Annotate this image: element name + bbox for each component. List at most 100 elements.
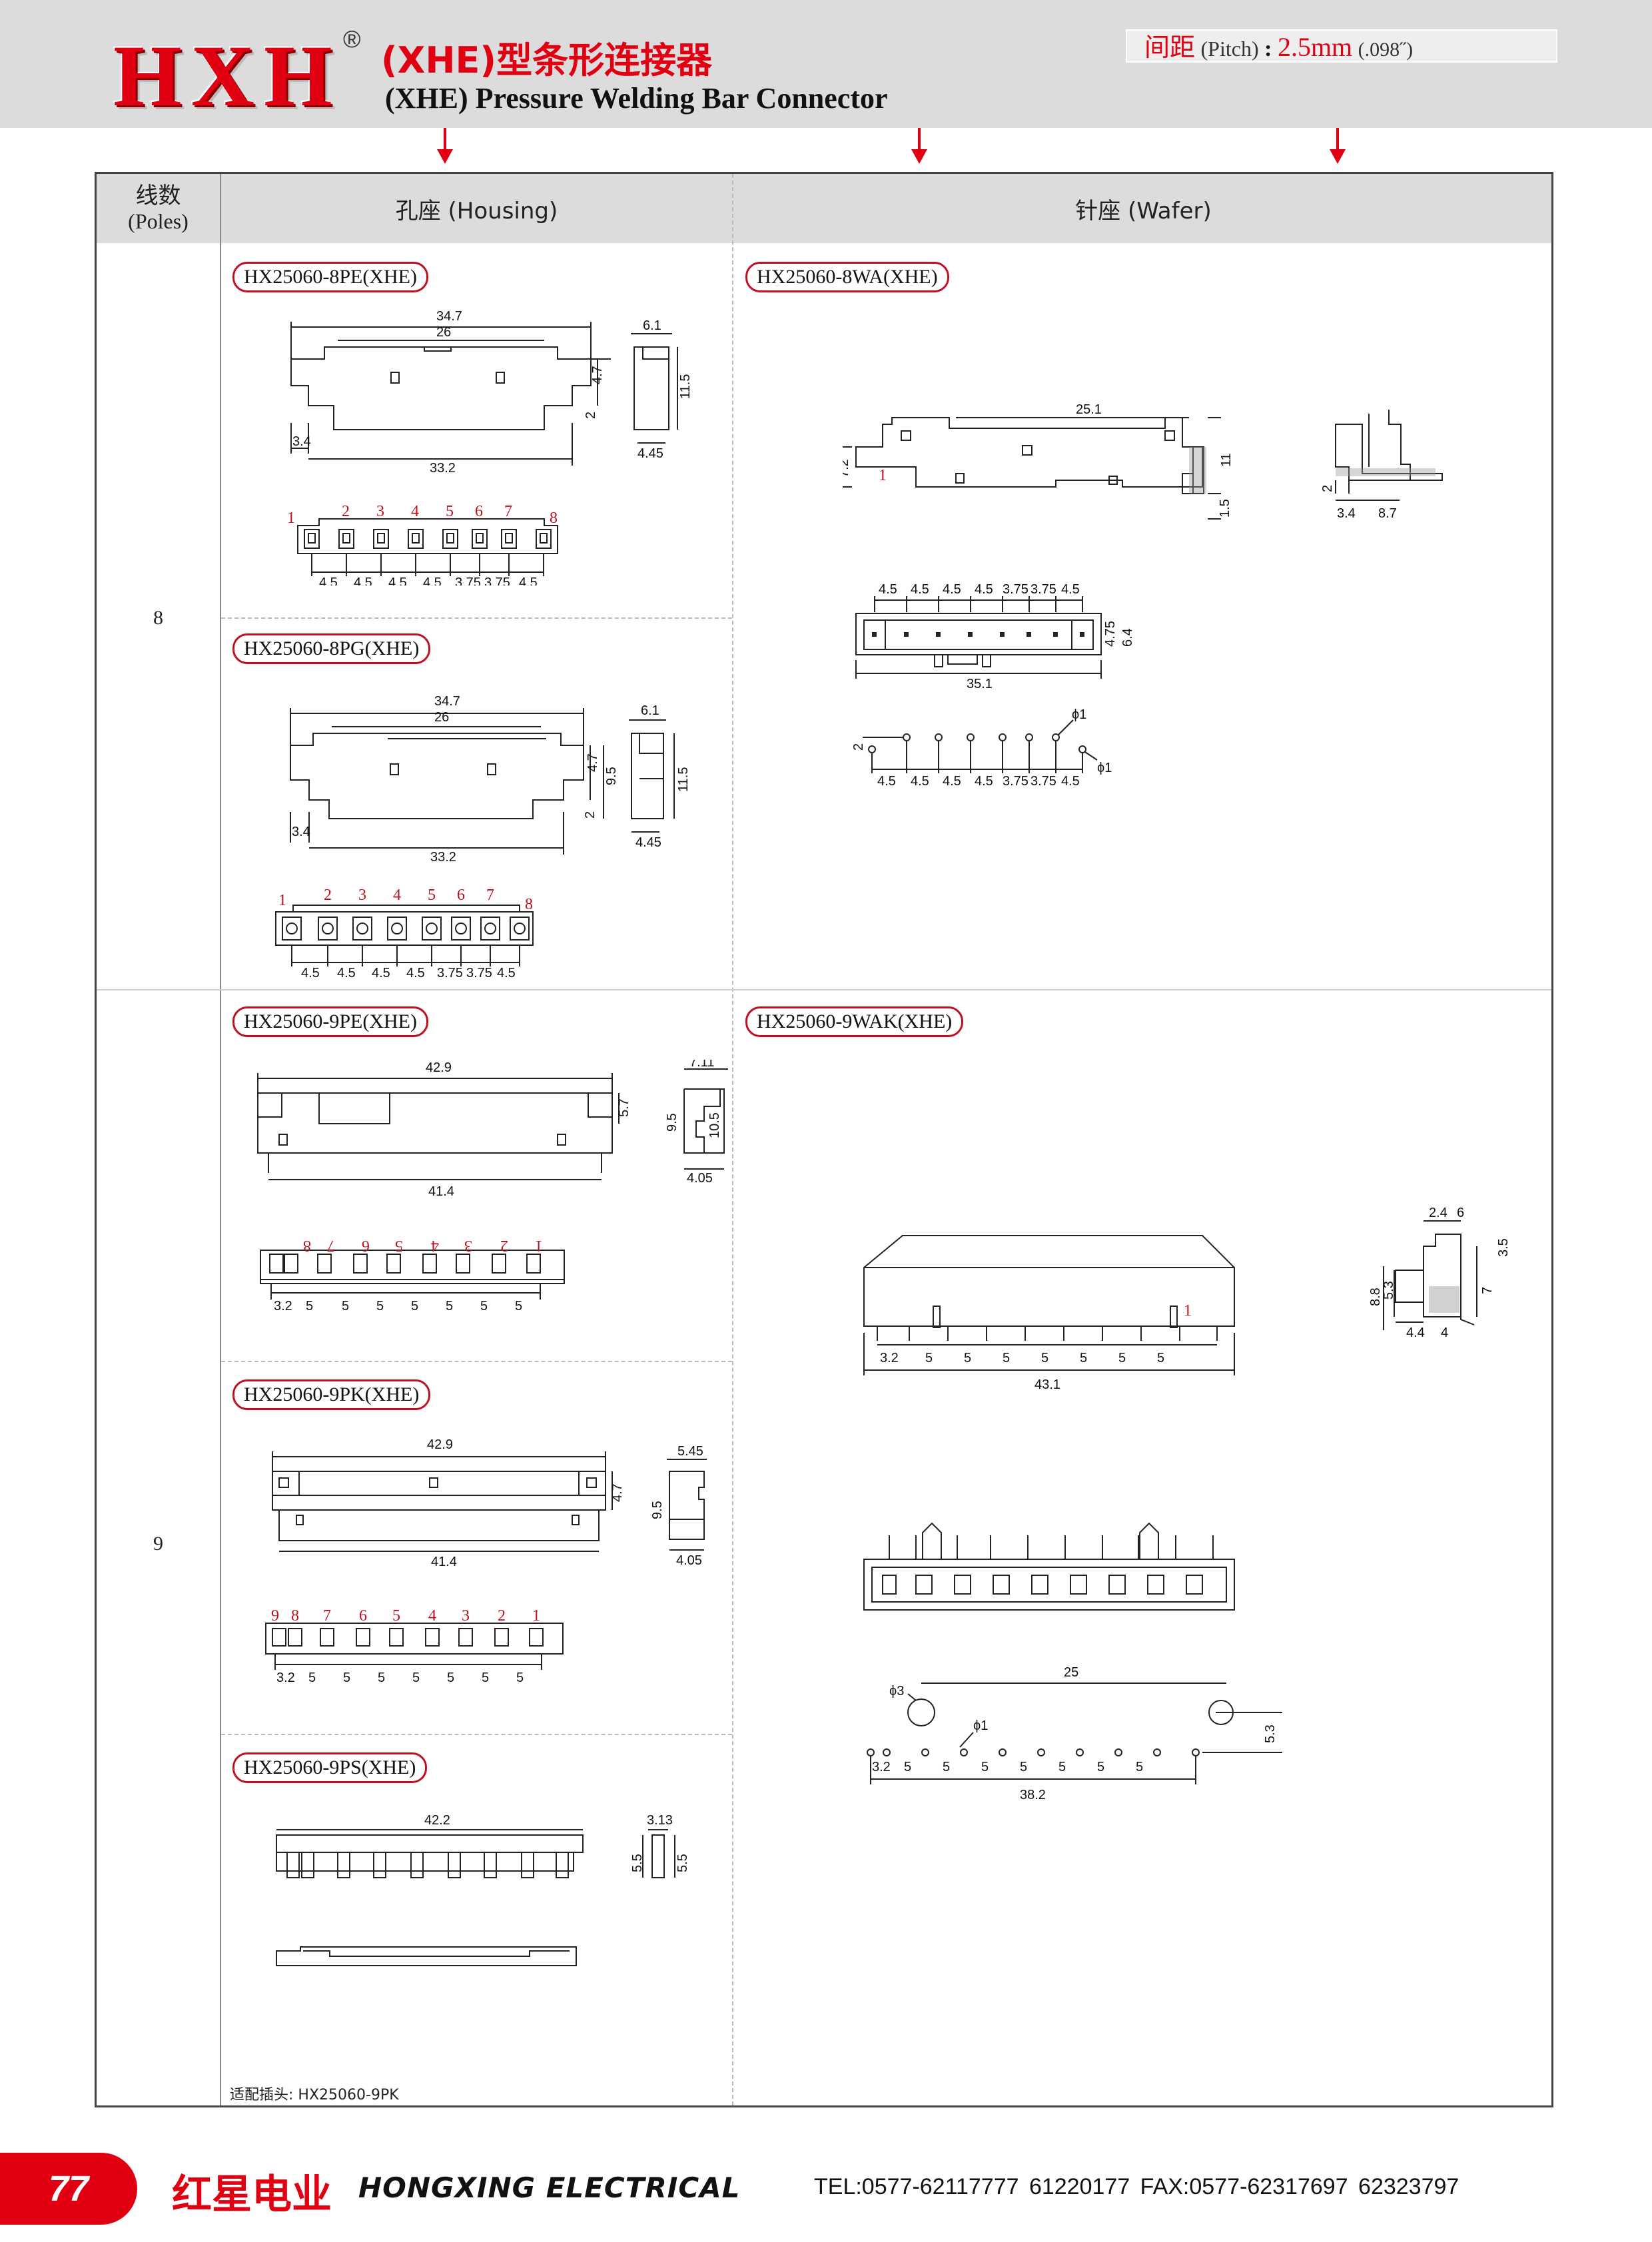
contact-info: TEL:0577-62117777 61220177 FAX:0577-6231… <box>814 2174 1459 2199</box>
dim: 41.4 <box>431 1555 457 1569</box>
pin-number: 4 <box>431 1237 439 1254</box>
spec-table: 线数 (Poles) 孔座 (Housing) 针座 (Wafer) 8 9 H… <box>95 172 1553 2107</box>
pitch-dim: 3.2 <box>880 1351 899 1365</box>
drawing-8wa: 25.1 7.2 11 1.5 1 2 3.4 8.7 4.5 4.5 4.5 … <box>843 402 1443 789</box>
pitch-dim: 5 <box>306 1299 313 1313</box>
pitch-dim: 4.5 <box>943 582 961 597</box>
dim: 6 <box>1457 1206 1464 1220</box>
pitch-box: 间距 (Pitch) : 2.5mm (.098˝) <box>1126 29 1557 63</box>
dim: 38.2 <box>1020 1788 1046 1802</box>
dim: 34.7 <box>434 694 460 709</box>
pin-number: 4 <box>428 1607 436 1625</box>
pin-number: 9 <box>271 1607 279 1625</box>
pitch-dim: 5 <box>1080 1351 1087 1365</box>
dim: 10.5 <box>707 1112 722 1138</box>
pitch-dim: 5 <box>411 1299 418 1313</box>
model-label: HX25060-8PE(XHE) <box>232 262 428 292</box>
pitch-dim: 4.5 <box>388 575 407 585</box>
dim: 42.2 <box>424 1813 450 1828</box>
pitch-dim: 5 <box>482 1671 489 1685</box>
pin-number: 3 <box>358 887 366 904</box>
pitch-dim: 4.5 <box>519 575 538 585</box>
dim: ϕ1 <box>1097 761 1112 775</box>
pitch-dim: 5 <box>1058 1760 1066 1774</box>
pin-number: 1 <box>1184 1302 1192 1319</box>
dim: 33.2 <box>430 461 456 476</box>
pitch-dim: 4.5 <box>337 966 356 978</box>
pin-number: 1 <box>532 1607 540 1625</box>
dim: 7 <box>1480 1287 1495 1294</box>
pitch-dim: 5 <box>342 1299 349 1313</box>
pin-number: 7 <box>486 887 494 904</box>
pitch-label-cn: 间距 <box>1144 33 1196 62</box>
pitch-dim: 5 <box>412 1671 420 1685</box>
dim: 25 <box>1064 1665 1078 1680</box>
dim: ϕ1 <box>1072 707 1086 722</box>
page-header: HXH ® (XHE)型条形连接器 (XHE) Pressure Welding… <box>0 0 1652 128</box>
dim: 5.3 <box>1382 1281 1396 1300</box>
pitch-dim: 3.2 <box>274 1299 292 1313</box>
registered-mark: ® <box>343 25 361 53</box>
pin-number: 6 <box>475 503 483 520</box>
dim: 4.7 <box>586 753 600 772</box>
dim: 4.7 <box>590 366 605 384</box>
table-header: 线数 (Poles) 孔座 (Housing) 针座 (Wafer) <box>97 174 1551 243</box>
pitch-dim: 5 <box>964 1351 971 1365</box>
dim: 42.9 <box>427 1437 453 1452</box>
pitch-dim: 5 <box>480 1299 488 1313</box>
pitch-dim: 5 <box>1020 1760 1027 1774</box>
dim: 8.7 <box>1378 506 1397 521</box>
pin-number: 1 <box>287 510 295 527</box>
pitch-dim: 5 <box>925 1351 933 1365</box>
dim: 11.5 <box>678 374 693 399</box>
pitch-dim: 5 <box>981 1760 989 1774</box>
pitch-label-en: (Pitch) <box>1200 37 1259 61</box>
drawing-8pe: 34.7 26 6.1 4.7 11.5 2 3.4 33.2 4.45 1 2… <box>287 309 693 585</box>
pin-number: 3 <box>464 1237 472 1254</box>
pitch-dim: 3.2 <box>872 1760 891 1774</box>
pin-number: 8 <box>291 1607 299 1625</box>
header-wafer: 针座 (Wafer) <box>1075 197 1212 224</box>
dim: 33.2 <box>430 850 456 865</box>
brand-chinese: 红星电业 <box>172 2171 332 2218</box>
dim: 3.5 <box>1496 1238 1509 1257</box>
dim: ϕ3 <box>889 1684 904 1698</box>
pitch-dim: 3.75 <box>484 575 510 585</box>
dim: 9.5 <box>604 767 619 785</box>
pitch-dim: 5 <box>447 1671 454 1685</box>
pitch-dim: 3.75 <box>437 966 463 978</box>
model-label: HX25060-9PS(XHE) <box>232 1752 428 1783</box>
pitch-dim: 5 <box>446 1299 453 1313</box>
pitch-dim: 4.5 <box>354 575 372 585</box>
dim: 3.13 <box>647 1813 673 1828</box>
mating-plug-note: 适配插头: HX25060-9PK <box>230 2087 399 2103</box>
header-poles: 线数 (Poles) <box>97 174 220 243</box>
row-divider <box>221 1734 732 1735</box>
pitch-dim: 5 <box>943 1760 950 1774</box>
dim: 4.75 <box>1103 621 1118 647</box>
drawing-9ps: 42.2 3.13 5.5 5.5 <box>276 1813 690 1966</box>
dim: 2 <box>1320 485 1335 492</box>
pitch-dim: 4.5 <box>301 966 320 978</box>
pin-number: 3 <box>462 1607 470 1625</box>
pin-number: 3 <box>376 503 384 520</box>
pitch-colon: : <box>1264 37 1272 61</box>
dim: 4.4 <box>1406 1325 1425 1340</box>
pin-number: 1 <box>278 892 286 909</box>
header-poles-cn: 线数 <box>135 183 181 210</box>
dim: 7.11 <box>689 1060 714 1070</box>
dim: 5.3 <box>1263 1724 1278 1743</box>
pitch-dim: 4.5 <box>975 582 993 597</box>
drawing-9pk: 42.9 5.45 4.7 9.5 41.4 4.05 9 8 7 6 5 4 … <box>265 1437 707 1685</box>
pitch-dim: 5 <box>343 1671 350 1685</box>
model-label: HX25060-9PK(XHE) <box>232 1379 431 1410</box>
pitch-dim: 3.2 <box>276 1671 295 1685</box>
poles-count: 8 <box>153 607 163 629</box>
dim: 11 <box>1219 453 1234 467</box>
pitch-dim: 3.75 <box>1031 582 1056 597</box>
model-label: HX25060-9WAK(XHE) <box>745 1006 964 1037</box>
dim: 2 <box>584 412 598 419</box>
title-chinese: (XHE)型条形连接器 <box>381 39 713 81</box>
dim: 35.1 <box>967 677 993 691</box>
pitch-dim: 3.75 <box>455 575 481 585</box>
